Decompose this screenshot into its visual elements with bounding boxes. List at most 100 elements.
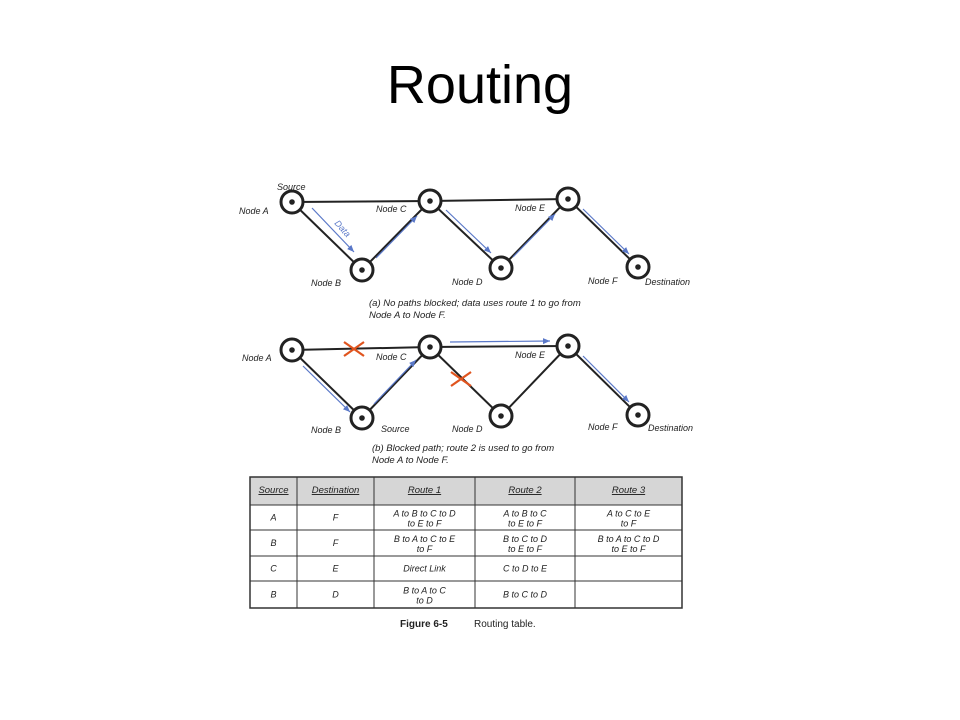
table-cell-route3: B to A to C to D xyxy=(598,534,660,544)
caption-b-line1: (b) Blocked path; route 2 is used to go … xyxy=(372,443,554,454)
blocked-x-icon-2 xyxy=(450,371,472,387)
diagram-a: Source Node A Node B Node C Node D Node … xyxy=(239,182,690,321)
table-header-route3: Route 3 xyxy=(612,485,646,496)
table-header-destination: Destination xyxy=(312,485,360,496)
table-header-route2: Route 2 xyxy=(508,485,542,496)
diagram-a-data-arrows xyxy=(311,207,630,259)
node-f-icon xyxy=(625,254,651,280)
table-header-route1: Route 1 xyxy=(408,485,441,496)
label-destination-a: Destination xyxy=(645,277,690,287)
diagram-a-nodes xyxy=(279,186,651,283)
node-e-icon xyxy=(555,186,581,212)
arrow-c-d xyxy=(445,209,492,254)
arrow-b-c-b xyxy=(373,359,417,405)
caption-a-line2: Node A to Node F. xyxy=(369,310,446,321)
link-d-e-b xyxy=(500,345,569,417)
caption-b-line2: Node A to Node F. xyxy=(372,455,449,466)
arrow-a-b-b xyxy=(302,365,351,413)
table-cell-route2: B to C to D xyxy=(503,590,548,600)
table-cell-route2: C to D to E xyxy=(503,564,548,574)
figure-caption: Figure 6-5 Routing table. xyxy=(400,619,536,630)
table-cell-source: B xyxy=(270,538,276,548)
arrow-e-f xyxy=(582,208,630,255)
node-f-icon-b xyxy=(625,402,651,428)
link-c-d xyxy=(429,200,502,269)
table-cell-route1: to D xyxy=(416,596,433,606)
node-a-icon xyxy=(279,189,305,215)
table-cell-route1: B to A to C xyxy=(403,586,446,596)
label-node-f-a: Node F xyxy=(588,276,618,286)
diagram-a-links xyxy=(291,198,639,271)
table-text: Source Destination Route 1 Route 2 Route 3 A F… xyxy=(258,485,659,606)
table-cell-route1: Direct Link xyxy=(403,564,446,574)
label-node-c-a: Node C xyxy=(376,204,407,214)
label-node-e-b: Node E xyxy=(515,350,546,360)
table-cell-destination: F xyxy=(333,538,339,548)
label-node-b-b: Node B xyxy=(311,425,341,435)
diagram-b-blocks xyxy=(343,341,472,387)
label-data: Data xyxy=(332,218,352,239)
table-border xyxy=(249,476,683,609)
link-e-f-b xyxy=(567,345,639,416)
node-a-icon-b xyxy=(279,337,305,363)
link-a-c-b xyxy=(291,346,431,351)
label-node-d-b: Node D xyxy=(452,424,483,434)
table-cell-route3: to E to F xyxy=(611,544,646,554)
label-node-a-a: Node A xyxy=(239,206,269,216)
diagram-b-nodes xyxy=(279,333,651,431)
table-cell-route1: to E to F xyxy=(407,519,442,529)
table-cell-route2: B to C to D xyxy=(503,534,548,544)
diagram-b-data-arrows xyxy=(302,338,630,413)
arrow-e-f-b xyxy=(582,355,630,403)
figure-caption-text: Routing table. xyxy=(474,619,536,630)
table-cell-source: A xyxy=(269,513,276,523)
arrow-c-e-b xyxy=(449,338,551,345)
arrow-d-e xyxy=(512,213,556,258)
table-cell-route1: A to B to C to D xyxy=(392,509,456,519)
link-e-f xyxy=(567,198,639,268)
node-d-icon xyxy=(488,255,514,281)
table-cell-destination: F xyxy=(333,513,339,523)
node-b-icon xyxy=(349,257,375,283)
table-cell-destination: E xyxy=(332,564,339,574)
diagram-b-labels: Node A Node B Node C Node D Node E Node … xyxy=(242,350,693,466)
node-e-icon-b xyxy=(555,333,581,359)
node-b-icon-b xyxy=(349,405,375,431)
table-header-source: Source xyxy=(258,485,288,496)
table-cell-route3: to F xyxy=(621,519,637,529)
link-c-e xyxy=(429,198,569,202)
link-b-c-b xyxy=(361,346,431,419)
table-grid xyxy=(250,477,682,608)
node-c-icon xyxy=(417,188,443,214)
diagram-a-labels: Source Node A Node B Node C Node D Node … xyxy=(239,182,690,321)
node-d-icon-b xyxy=(488,403,514,429)
label-node-c-b: Node C xyxy=(376,352,407,362)
table-cell-route1: to F xyxy=(417,544,433,554)
label-source-a: Source xyxy=(277,182,306,192)
table-header-bg xyxy=(250,477,682,505)
link-a-b xyxy=(291,201,363,271)
table-cell-route2: to E to F xyxy=(508,544,543,554)
table-cell-route1: B to A to C to E xyxy=(394,534,456,544)
label-destination-b: Destination xyxy=(648,423,693,433)
node-c-icon-b xyxy=(417,334,443,360)
label-node-b-a: Node B xyxy=(311,278,341,288)
label-node-e-a: Node E xyxy=(515,203,546,213)
link-a-b-b xyxy=(291,349,363,419)
arrow-a-b xyxy=(311,207,355,253)
label-node-a-b: Node A xyxy=(242,353,272,363)
label-node-f-b: Node F xyxy=(588,422,618,432)
table-cell-route2: A to B to C xyxy=(502,509,547,519)
link-c-e-b xyxy=(429,345,569,348)
table-cell-route3: A to C to E xyxy=(606,509,651,519)
link-d-e xyxy=(500,198,569,269)
arrow-b-c xyxy=(375,215,418,259)
table-cell-destination: D xyxy=(332,590,339,600)
blocked-x-icon-1 xyxy=(343,341,365,357)
label-source-b: Source xyxy=(381,424,410,434)
link-b-c xyxy=(361,200,431,271)
link-a-c xyxy=(291,200,431,203)
figure-label: Figure 6-5 xyxy=(400,619,448,630)
diagram-b-links xyxy=(291,345,639,419)
